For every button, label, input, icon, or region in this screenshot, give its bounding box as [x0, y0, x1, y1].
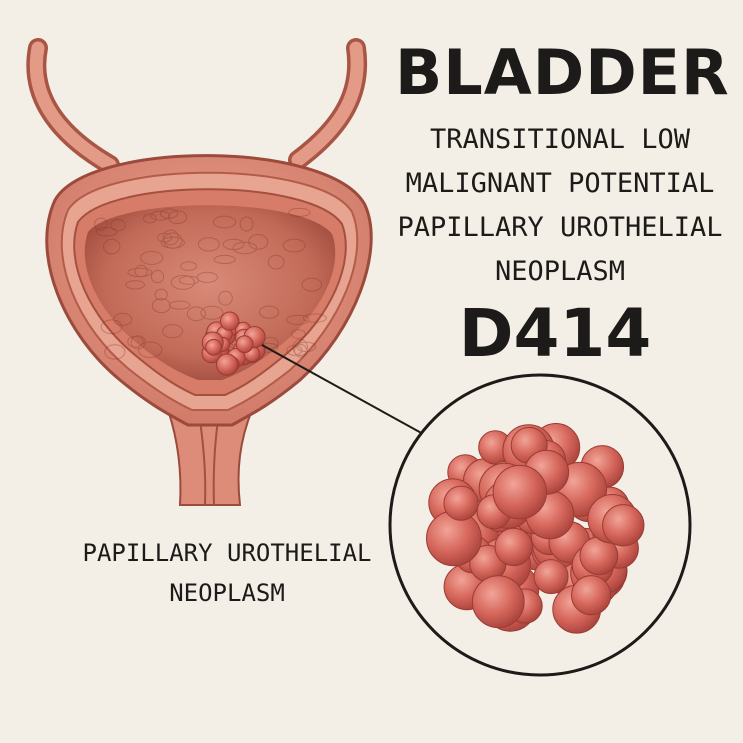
tumor-nodule — [205, 338, 223, 356]
mucosa-cell — [127, 335, 144, 348]
tumor-label-line: PAPILLARY UROTHELIAL — [82, 539, 372, 567]
magnified-tumor — [426, 423, 645, 634]
tumor-nodule — [602, 504, 645, 547]
mucosa-cell — [100, 319, 123, 335]
mucosa-cell — [113, 312, 133, 326]
mucosa-cell — [130, 335, 146, 350]
mucosa-cell — [157, 232, 173, 243]
tumor-nodule — [533, 559, 569, 595]
mucosa-cell — [239, 216, 254, 232]
subtitle-line: NEOPLASM — [494, 256, 626, 287]
mucosa-cell — [137, 341, 163, 359]
mucosa-cell — [149, 210, 171, 221]
mucosa-cell — [290, 329, 306, 339]
tumor-label: PAPILLARY UROTHELIAL NEOPLASM — [62, 533, 392, 613]
tumor-nodule — [494, 527, 533, 567]
mucosa-cell — [200, 305, 224, 320]
mucosa-cell — [143, 213, 157, 224]
mucosa-cell — [213, 254, 236, 265]
mucosa-cell — [160, 236, 185, 249]
mucosa-cell — [294, 344, 308, 358]
tumor-nodule — [235, 335, 254, 354]
mucosa-cell — [127, 267, 153, 278]
mucosa-cell — [232, 241, 258, 255]
mucosa-cell — [248, 234, 269, 250]
mucosa-cell — [186, 306, 206, 322]
mucosa-cell — [134, 264, 148, 278]
icd-code: D414 — [458, 295, 652, 372]
mucosa-cell — [197, 237, 220, 252]
mucosa-cell — [163, 232, 183, 249]
mucosa-cell — [150, 270, 165, 284]
mucosa-cell — [104, 344, 126, 360]
subtitle-line: MALIGNANT POTENTIAL — [405, 168, 715, 199]
mucosa-cell — [94, 217, 108, 231]
mucosa-cell — [302, 313, 327, 323]
page-title: BLADDER — [395, 36, 730, 109]
mucosa-cell — [222, 238, 245, 250]
tumor-nodule — [216, 353, 239, 376]
mucosa-cell — [292, 339, 308, 356]
mucosa-cell — [95, 227, 118, 237]
mucosa-cell — [167, 210, 188, 224]
mucosa-cell — [258, 305, 280, 319]
subtitle-line: PAPILLARY UROTHELIAL — [397, 212, 723, 243]
tumor-in-bladder — [201, 311, 266, 376]
tumor-nodule — [443, 485, 479, 521]
mucosa-cell — [286, 344, 303, 356]
mucosa-cell — [110, 218, 126, 232]
mucosa-cell — [151, 298, 171, 314]
mucosa-cell — [286, 314, 310, 325]
leader-line — [261, 344, 426, 436]
mucosa-cell — [162, 229, 179, 246]
subtitle-line: TRANSITIONAL LOW — [429, 124, 691, 155]
mucosa-cell — [103, 238, 121, 255]
mucosa-cell — [218, 290, 233, 306]
tumor-nodule — [571, 575, 612, 616]
tumor-nodule — [220, 311, 240, 331]
diagnosis-description: TRANSITIONAL LOW MALIGNANT POTENTIAL PAP… — [380, 118, 740, 294]
mucosa-cell — [301, 277, 323, 292]
mucosa-cell — [140, 250, 164, 265]
tumor-nodule — [471, 575, 525, 629]
mucosa-cell — [288, 207, 311, 217]
urethra — [166, 409, 254, 506]
mucosa-cell — [296, 341, 317, 352]
mucosa-cell — [154, 288, 168, 301]
mucosa-cell — [180, 261, 198, 271]
tumor-nodule — [492, 464, 547, 520]
mucosa-cell — [178, 275, 200, 285]
mucosa-cell — [196, 271, 219, 283]
bladder-cavity — [84, 205, 336, 380]
mucosa-cell — [282, 238, 306, 253]
tumor-label-line: NEOPLASM — [169, 579, 285, 607]
mucosa-cell — [267, 254, 285, 270]
mucosa-cell — [170, 275, 196, 290]
mucosa-cell — [169, 300, 191, 310]
mucosa-cell — [212, 215, 237, 229]
mucosa-cell — [159, 208, 179, 219]
mucosa-cell — [162, 324, 184, 339]
mucosa-cell — [125, 280, 145, 290]
